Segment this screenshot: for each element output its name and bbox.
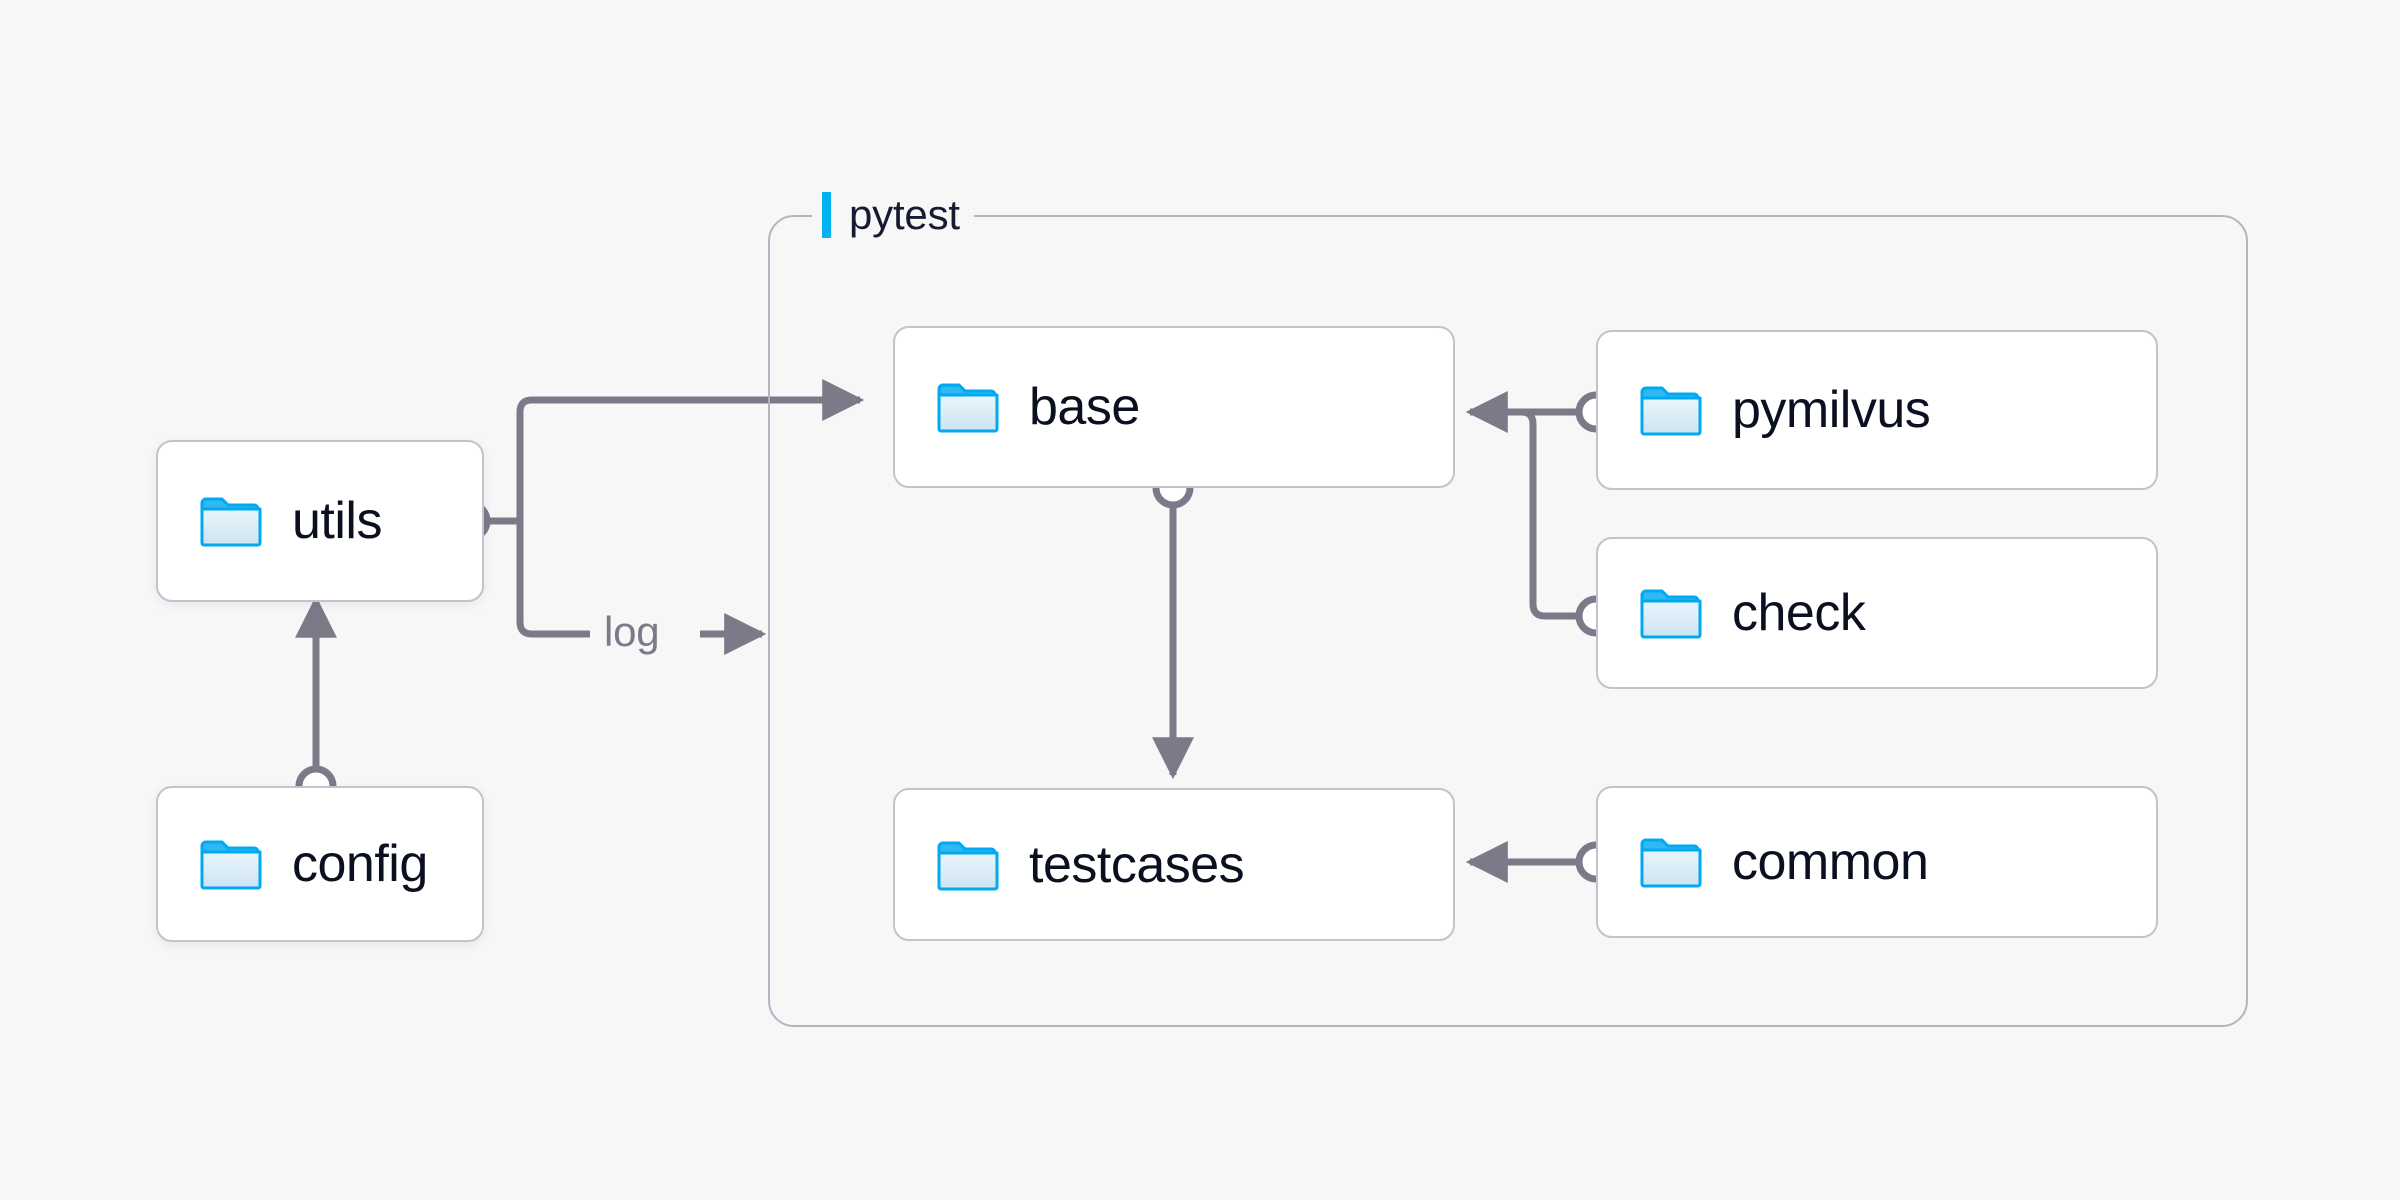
group-pytest bbox=[768, 215, 2248, 1027]
node-check[interactable]: check bbox=[1596, 537, 2158, 689]
node-pymilvus[interactable]: pymilvus bbox=[1596, 330, 2158, 490]
node-testcases[interactable]: testcases bbox=[893, 788, 1455, 941]
folder-icon bbox=[1640, 384, 1702, 436]
folder-icon bbox=[1640, 587, 1702, 639]
node-label: base bbox=[1029, 378, 1140, 436]
node-label: utils bbox=[292, 492, 382, 550]
group-pytest-label: pytest bbox=[812, 188, 974, 242]
node-label: pymilvus bbox=[1732, 381, 1931, 439]
folder-icon bbox=[200, 495, 262, 547]
folder-icon bbox=[1640, 836, 1702, 888]
group-accent-bar bbox=[822, 192, 831, 238]
folder-icon bbox=[937, 381, 999, 433]
node-label: testcases bbox=[1029, 835, 1245, 894]
node-config[interactable]: config bbox=[156, 786, 484, 942]
node-common[interactable]: common bbox=[1596, 786, 2158, 938]
group-title: pytest bbox=[849, 191, 960, 238]
node-label: check bbox=[1732, 584, 1866, 642]
folder-icon bbox=[937, 839, 999, 891]
folder-icon bbox=[200, 838, 262, 890]
edge-label-log: log bbox=[604, 608, 660, 655]
edge-utils-to-log bbox=[516, 521, 590, 638]
node-label: config bbox=[292, 835, 428, 893]
node-label: common bbox=[1732, 833, 1929, 891]
node-utils[interactable]: utils bbox=[156, 440, 484, 602]
node-base[interactable]: base bbox=[893, 326, 1455, 488]
